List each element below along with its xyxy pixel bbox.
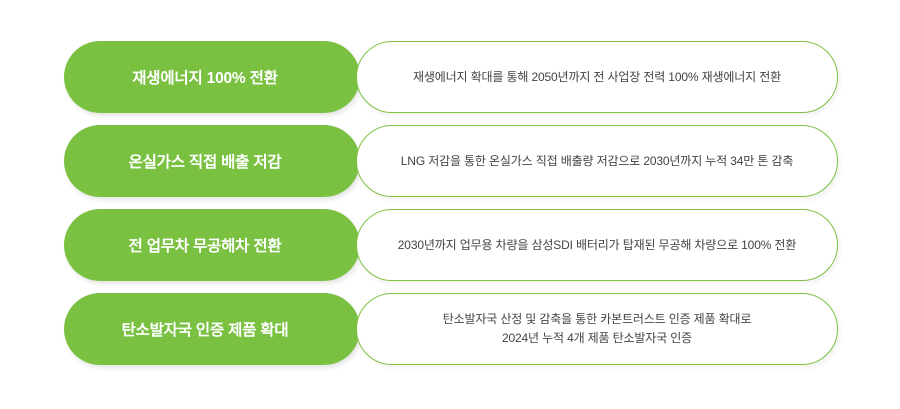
goal-description-text: LNG 저감을 통한 온실가스 직접 배출량 저감으로 2030년까지 누적 3… xyxy=(400,153,794,168)
goal-description-text: 2030년까지 업무용 차량을 삼성SDI 배터리가 탑재된 무공해 차량으로 … xyxy=(397,237,797,252)
goal-description-panel: 탄소발자국 산정 및 감축을 통한 카본트러스트 인증 제품 확대로 2024년… xyxy=(356,293,838,365)
goal-label-text: 전 업무차 무공해차 전환 xyxy=(128,238,282,255)
goal-label-pill: 재생에너지 100% 전환 xyxy=(64,41,360,113)
goal-description-panel: 2030년까지 업무용 차량을 삼성SDI 배터리가 탑재된 무공해 차량으로 … xyxy=(356,209,838,281)
goal-label-text: 재생에너지 100% 전환 xyxy=(132,70,278,87)
goal-description-panel: 재생에너지 확대를 통해 2050년까지 전 사업장 전력 100% 재생에너지… xyxy=(356,41,838,113)
goal-description-text: 탄소발자국 산정 및 감축을 통한 카본트러스트 인증 제품 확대로 2024년… xyxy=(442,312,752,345)
goal-row: 탄소발자국 산정 및 감축을 통한 카본트러스트 인증 제품 확대로 2024년… xyxy=(0,293,900,365)
goal-label-text: 온실가스 직접 배출 저감 xyxy=(128,154,282,171)
goal-row: 재생에너지 확대를 통해 2050년까지 전 사업장 전력 100% 재생에너지… xyxy=(0,41,900,113)
goal-label-pill: 탄소발자국 인증 제품 확대 xyxy=(64,293,360,365)
goal-label-pill: 전 업무차 무공해차 전환 xyxy=(64,209,360,281)
goal-row: LNG 저감을 통한 온실가스 직접 배출량 저감으로 2030년까지 누적 3… xyxy=(0,125,900,197)
goal-label-text: 탄소발자국 인증 제품 확대 xyxy=(121,322,289,339)
goal-description-panel: LNG 저감을 통한 온실가스 직접 배출량 저감으로 2030년까지 누적 3… xyxy=(356,125,838,197)
goal-label-pill: 온실가스 직접 배출 저감 xyxy=(64,125,360,197)
goal-row: 2030년까지 업무용 차량을 삼성SDI 배터리가 탑재된 무공해 차량으로 … xyxy=(0,209,900,281)
goal-description-text: 재생에너지 확대를 통해 2050년까지 전 사업장 전력 100% 재생에너지… xyxy=(413,69,781,84)
